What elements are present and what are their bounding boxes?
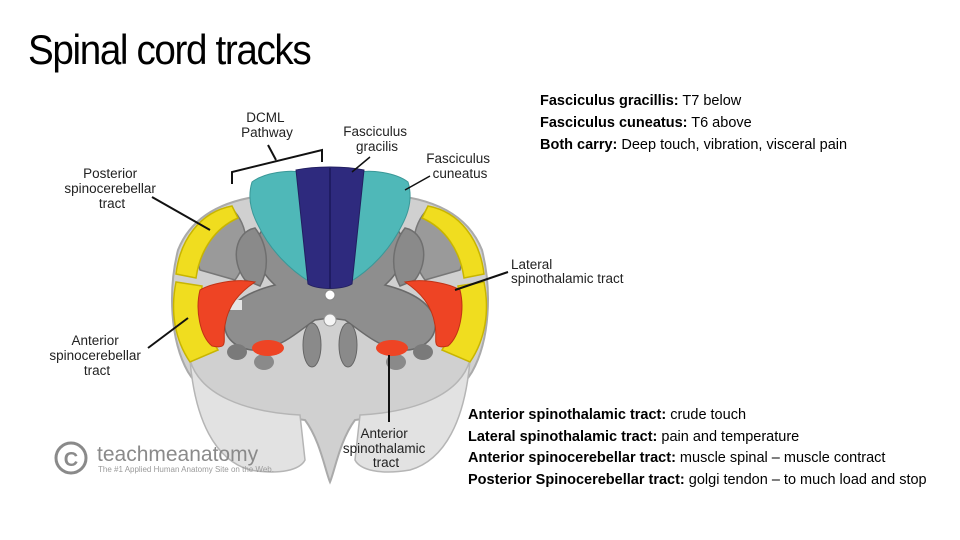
note-term: Anterior spinothalamic tract: bbox=[468, 407, 667, 423]
watermark-tagline: The #1 Applied Human Anatomy Site on the… bbox=[98, 465, 274, 474]
lateral-spinothalamic-right bbox=[403, 280, 463, 348]
watermark-logo-symbol: C bbox=[64, 449, 78, 471]
label-line: gracilis bbox=[356, 139, 398, 154]
note-text: muscle spinal – muscle contract bbox=[675, 450, 886, 466]
label-line: tract bbox=[373, 455, 400, 470]
note-term: Fasciculus gracillis: bbox=[540, 93, 679, 109]
note-text: T7 below bbox=[678, 93, 742, 109]
note-both: Both carry: Deep touch, vibration, visce… bbox=[540, 134, 847, 156]
label-fasciculus-gracilis: Fasciculus gracilis bbox=[343, 124, 411, 154]
note-text: crude touch bbox=[666, 407, 747, 423]
note-anterior-spinocerebellar: Anterior spinocerebellar tract: muscle s… bbox=[468, 448, 948, 470]
label-fasciculus-cuneatus: Fasciculus cuneatus bbox=[426, 151, 494, 181]
grey-pod bbox=[338, 322, 358, 368]
watermark-logo-icon bbox=[54, 441, 88, 475]
note-text: golgi tendon – to much load and stop bbox=[684, 471, 927, 488]
label-line: spinocerebellar bbox=[64, 181, 156, 196]
note-gracilis: Fasciculus gracillis: T7 below bbox=[540, 90, 847, 112]
asc-pointer bbox=[147, 317, 189, 349]
label-line: Fasciculus bbox=[426, 151, 490, 166]
psc-pointer bbox=[151, 196, 211, 231]
note-term: Lateral spinothalamic tract: bbox=[468, 428, 658, 445]
cuneatus-pointer bbox=[404, 175, 431, 191]
label-anterior-spinothalamic: Anterior spinothalamic tract bbox=[343, 426, 429, 470]
note-term: Fasciculus cuneatus: bbox=[540, 115, 688, 131]
fasciculus-cuneatus-left bbox=[249, 170, 311, 283]
note-anterior-spinothalamic: Anterior spinothalamic tract: crude touc… bbox=[468, 405, 948, 427]
note-term: Anterior spinocerebellar tract: bbox=[468, 450, 676, 466]
label-line: Pathway bbox=[241, 125, 293, 140]
anterior-spinothalamic-right bbox=[376, 340, 408, 356]
label-lateral-spinothalamic: Lateral spinothalamic tract bbox=[511, 257, 624, 286]
anterior-fissure-dot bbox=[323, 313, 337, 327]
central-canal bbox=[324, 289, 336, 301]
white-matter-lower-left bbox=[189, 359, 306, 473]
label-line: tract bbox=[99, 196, 126, 211]
label-line: Anterior bbox=[71, 333, 119, 348]
dcml-pointer bbox=[267, 144, 277, 161]
dcml-notes: Fasciculus gracillis: T7 below Fasciculu… bbox=[540, 90, 847, 156]
label-line: spinothalamic tract bbox=[511, 271, 624, 286]
lst-pointer bbox=[454, 271, 509, 291]
label-line: DCML bbox=[246, 110, 285, 125]
label-line: Anterior bbox=[360, 426, 408, 441]
fasciculus-cuneatus-right bbox=[349, 170, 411, 283]
grey-pod bbox=[413, 344, 433, 360]
note-term: Both carry: bbox=[540, 137, 618, 153]
label-line: spinothalamic bbox=[343, 441, 426, 456]
gracilis-pointer bbox=[351, 156, 371, 173]
label-line: tract bbox=[84, 363, 111, 378]
white-matter-lower-right bbox=[354, 359, 471, 473]
note-term: Posterior Spinocerebellar tract: bbox=[468, 471, 685, 488]
grey-lobe-left-2 bbox=[235, 227, 268, 287]
dcml-bracket bbox=[231, 148, 323, 184]
posterior-spinocerebellar-left bbox=[175, 205, 240, 279]
lateral-spinothalamic-left bbox=[197, 280, 257, 348]
anterior-spinothalamic-left bbox=[252, 340, 284, 356]
grey-pod bbox=[254, 354, 274, 370]
note-cuneatus: Fasciculus cuneatus: T6 above bbox=[540, 112, 847, 134]
grey-pod bbox=[386, 354, 406, 370]
note-posterior-spinocerebellar: Posterior Spinocerebellar tract: golgi t… bbox=[468, 470, 948, 492]
note-text: pain and temperature bbox=[657, 428, 800, 445]
label-line: cuneatus bbox=[433, 166, 488, 181]
page-title: Spinal cord tracks bbox=[28, 26, 312, 73]
note-lateral-spinothalamic: Lateral spinothalamic tract: pain and te… bbox=[468, 427, 948, 449]
label-anterior-spinocerebellar: Anterior spinocerebellar tract bbox=[49, 333, 144, 378]
label-posterior-spinocerebellar: Posterior spinocerebellar tract bbox=[64, 166, 159, 211]
note-text: T6 above bbox=[687, 115, 752, 131]
label-line: Fasciculus bbox=[343, 124, 407, 139]
grey-pod bbox=[227, 344, 247, 360]
label-line: Lateral bbox=[511, 257, 552, 272]
label-line: spinocerebellar bbox=[49, 348, 141, 363]
watermark-brand: teachmeanatomy bbox=[97, 443, 259, 466]
grey-pod bbox=[302, 322, 322, 368]
tract-notes: Anterior spinothalamic tract: crude touc… bbox=[468, 405, 948, 491]
posterior-spinocerebellar-right bbox=[420, 205, 485, 279]
label-line: Posterior bbox=[83, 166, 138, 181]
label-dcml: DCML Pathway bbox=[241, 110, 293, 140]
grey-lobe-right-2 bbox=[392, 227, 425, 287]
note-text: Deep touch, vibration, visceral pain bbox=[617, 137, 848, 153]
